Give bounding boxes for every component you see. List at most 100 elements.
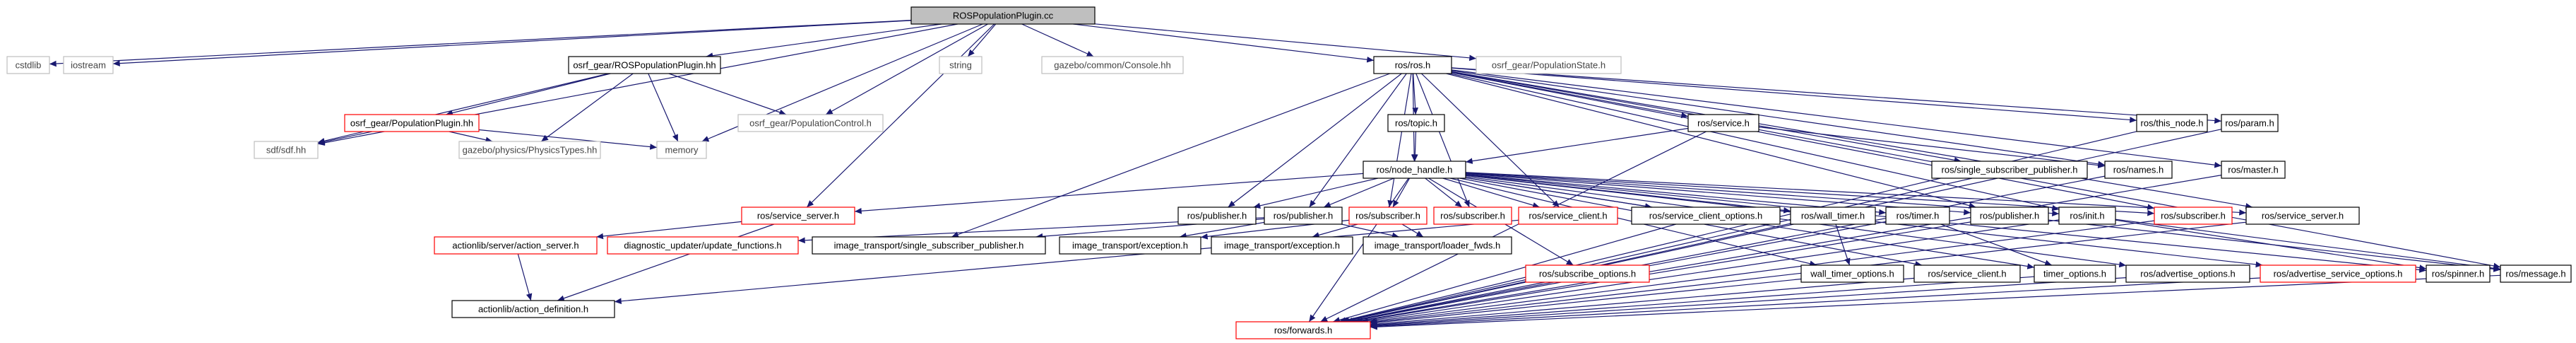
node-root[interactable]: ROSPopulationPlugin.cc	[910, 6, 1096, 25]
node-box	[1177, 207, 1257, 225]
node-sdf[interactable]: sdf/sdf.hh	[254, 141, 319, 159]
node-cstdlib[interactable]: cstdlib	[6, 56, 50, 74]
edge-root-to-cstdlib	[49, 20, 912, 67]
node-advopt[interactable]: ros/advertise_options.h	[2125, 264, 2250, 283]
node-box	[939, 56, 983, 74]
node-init[interactable]: ros/init.h	[2058, 207, 2116, 225]
edge-subscriber1-to-imgloader	[1401, 223, 1424, 238]
node-label: ros/service.h	[1697, 118, 1750, 129]
edge-srvclientopt-to-forwards	[1333, 223, 1676, 323]
node-subscriber3[interactable]: ros/subscriber.h	[2154, 207, 2233, 225]
edge-nodehandle-to-forwards	[1308, 178, 1409, 322]
node-walltimeropt[interactable]: wall_timer_options.h	[1800, 264, 1904, 283]
edge-service-to-nodehandle	[1465, 127, 1689, 164]
node-publisher2[interactable]: ros/publisher.h	[1264, 207, 1343, 225]
node-walltimer[interactable]: ros/wall_timer.h	[1790, 207, 1876, 225]
node-label: ros/service_client.h	[1928, 269, 2006, 279]
node-srvclient1[interactable]: ros/service_client.h	[1518, 207, 1618, 225]
node-srvclientopt[interactable]: ros/service_client_options.h	[1631, 207, 1781, 225]
node-box	[2058, 207, 2116, 225]
node-string[interactable]: string	[939, 56, 983, 74]
node-timer[interactable]: ros/timer.h	[1885, 207, 1950, 225]
edge-rosh-to-srvclient1	[1420, 73, 1560, 208]
node-label: ros/service_server.h	[2262, 211, 2344, 221]
node-label: ros/ros.h	[1395, 60, 1431, 71]
edge-nodehandle-to-publisher3	[1465, 173, 1971, 216]
node-label: ros/subscribe_options.h	[1539, 269, 1636, 279]
edge-rospp_hh-to-poppl	[446, 73, 611, 116]
node-poppl[interactable]: osrf_gear/PopulationPlugin.hh	[344, 114, 480, 132]
node-service[interactable]: ros/service.h	[1687, 114, 1759, 132]
node-publisher3[interactable]: ros/publisher.h	[1970, 207, 2049, 225]
node-spinner[interactable]: ros/spinner.h	[2426, 264, 2491, 283]
node-box	[1790, 207, 1876, 225]
node-rospp_hh[interactable]: osrf_gear/ROSPopulationPlugin.hh	[568, 56, 721, 74]
node-subscriber1[interactable]: ros/subscriber.h	[1348, 207, 1428, 225]
node-iostream[interactable]: iostream	[63, 56, 114, 74]
node-popstate[interactable]: osrf_gear/PopulationState.h	[1476, 56, 1622, 74]
node-console[interactable]: gazebo/common/Console.hh	[1041, 56, 1184, 74]
node-label: ros/advertise_options.h	[2140, 269, 2235, 279]
edge-rosh-to-subscriber3	[1451, 72, 2155, 210]
edge-actionserver-to-actiondef	[517, 253, 533, 301]
node-timeropt[interactable]: timer_options.h	[2034, 264, 2116, 283]
node-publisher1[interactable]: ros/publisher.h	[1177, 207, 1257, 225]
node-box	[1373, 56, 1452, 74]
node-advsrvopt[interactable]: ros/advertise_service_options.h	[2260, 264, 2416, 283]
node-popcontrol[interactable]: osrf_gear/PopulationControl.h	[737, 114, 884, 132]
node-imgexc1[interactable]: image_transport/exception.h	[1059, 236, 1201, 255]
node-actiondef[interactable]: actionlib/action_definition.h	[451, 300, 615, 318]
node-box	[1913, 264, 2021, 283]
node-srvclient2[interactable]: ros/service_client.h	[1913, 264, 2021, 283]
node-physics[interactable]: gazebo/physics/PhysicsTypes.hh	[458, 141, 601, 159]
node-imgsinglesub[interactable]: image_transport/single_subscriber_publis…	[812, 236, 1046, 255]
edge-service-to-names	[1758, 127, 2106, 168]
edge-names-to-forwards	[1347, 175, 2106, 324]
node-box	[451, 300, 615, 318]
node-label: ros/subscriber.h	[1440, 211, 1505, 221]
node-singlesub[interactable]: ros/single_subscriber_publisher.h	[1931, 161, 2088, 179]
node-memory[interactable]: memory	[656, 141, 707, 159]
node-names[interactable]: ros/names.h	[2104, 161, 2173, 179]
edge-root-to-rosh	[1073, 23, 1375, 63]
node-srvserver2[interactable]: ros/service_server.h	[2245, 207, 2360, 225]
edge-nodehandle-to-subscriber1	[1392, 178, 1411, 208]
node-srvserver1[interactable]: ros/service_server.h	[741, 207, 855, 225]
node-subopts[interactable]: ros/subscribe_options.h	[1525, 264, 1650, 283]
node-box	[656, 141, 707, 159]
node-thisnode[interactable]: ros/this_node.h	[2136, 114, 2208, 132]
node-label: gazebo/common/Console.hh	[1054, 60, 1171, 71]
node-box	[1264, 207, 1343, 225]
node-label: gazebo/physics/PhysicsTypes.hh	[463, 145, 598, 156]
edge-publisher2-to-imgexc1	[1179, 221, 1265, 239]
node-label: ros/advertise_service_options.h	[2274, 269, 2403, 279]
node-box	[254, 141, 319, 159]
edge-root-to-console	[1021, 23, 1094, 57]
edge-root-to-iostream	[112, 20, 912, 66]
edge-rospp_hh-to-sdf	[317, 73, 609, 144]
node-master[interactable]: ros/master.h	[2221, 161, 2286, 179]
node-message[interactable]: ros/message.h	[2500, 264, 2572, 283]
node-diag[interactable]: diagnostic_updater/update_functions.h	[607, 236, 799, 255]
edge-rosh-to-publisher1	[1228, 73, 1402, 208]
node-forwards[interactable]: ros/forwards.h	[1235, 321, 1371, 339]
edge-rosh-to-topic	[1412, 73, 1419, 115]
node-label: cstdlib	[16, 60, 42, 71]
node-label: ros/publisher.h	[1980, 211, 2040, 221]
node-imgexc2[interactable]: image_transport/exception.h	[1211, 236, 1353, 255]
node-box	[737, 114, 884, 132]
node-box	[2136, 114, 2208, 132]
node-label: image_transport/single_subscriber_publis…	[834, 240, 1024, 251]
edge-rosh-to-publisher3	[1446, 73, 1976, 209]
node-subscriber2[interactable]: ros/subscriber.h	[1433, 207, 1512, 225]
node-rosh[interactable]: ros/ros.h	[1373, 56, 1452, 74]
node-imgloader[interactable]: image_transport/loader_fwds.h	[1363, 236, 1512, 255]
node-box	[1387, 114, 1445, 132]
node-nodehandle[interactable]: ros/node_handle.h	[1363, 161, 1466, 179]
edge-timeropt-to-forwards	[1370, 276, 2035, 328]
node-box	[2104, 161, 2173, 179]
node-actionserver[interactable]: actionlib/server/action_server.h	[434, 236, 598, 255]
node-param[interactable]: ros/param.h	[2221, 114, 2279, 132]
node-box	[1363, 161, 1466, 179]
node-topic[interactable]: ros/topic.h	[1387, 114, 1445, 132]
